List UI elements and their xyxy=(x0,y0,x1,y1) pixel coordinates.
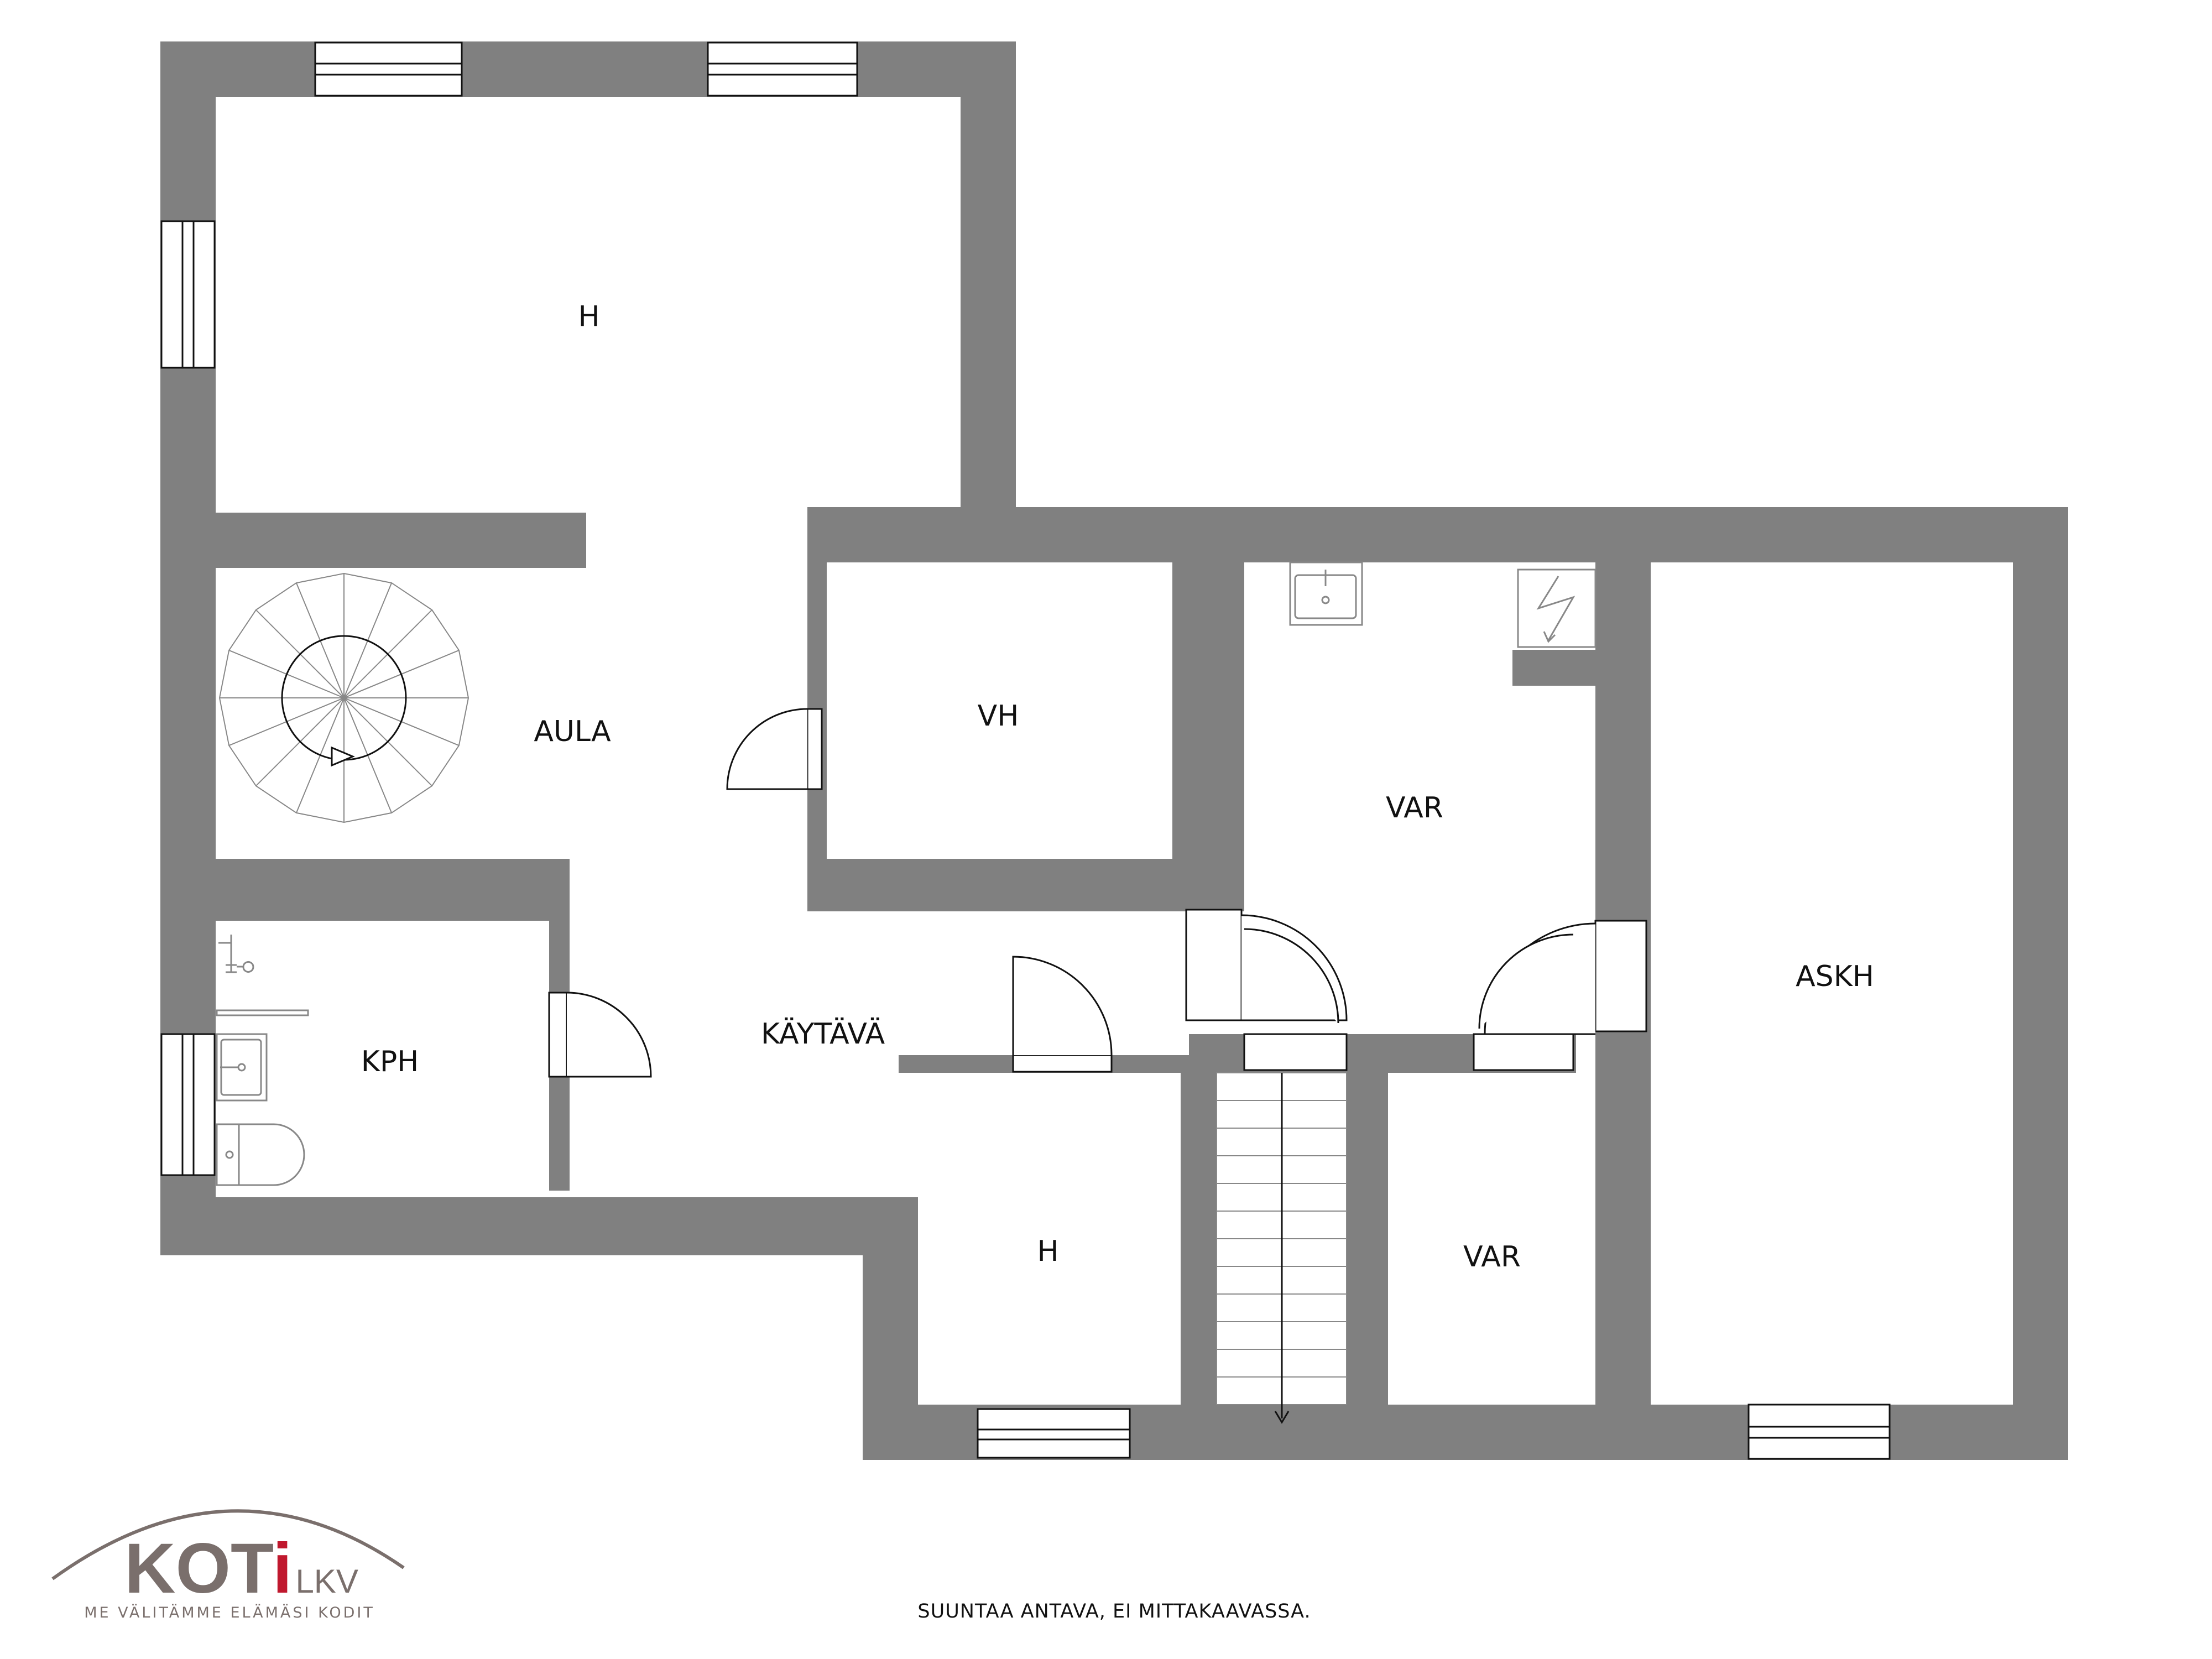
window-left-kph xyxy=(160,1033,216,1176)
door-lower-h xyxy=(1012,956,1113,1073)
fixtures xyxy=(216,561,1597,1186)
room-label-kaytava: KÄYTÄVÄ xyxy=(761,1017,885,1051)
sink-kph xyxy=(216,1033,268,1102)
window-bottom-h xyxy=(977,1408,1131,1459)
logo-i: i xyxy=(273,1529,293,1608)
room-label-askh: ASKH xyxy=(1796,960,1874,993)
doors xyxy=(548,708,1647,1078)
logo-arc xyxy=(51,1509,405,1580)
door-var-left xyxy=(1185,909,1348,1071)
logo-koti: KOT xyxy=(124,1529,273,1608)
room-label-var-lower: VAR xyxy=(1463,1240,1521,1274)
room-labels: H AULA VH VAR KPH KÄYTÄVÄ H VAR ASKH xyxy=(361,300,1874,1274)
door-var-right xyxy=(1473,920,1647,1071)
logo-lkv: LKV xyxy=(295,1563,358,1600)
room-label-h-bottom: H xyxy=(1037,1235,1058,1268)
windows xyxy=(160,41,1891,1460)
window-left-bedroom xyxy=(160,220,216,369)
room-label-var-upper: VAR xyxy=(1386,791,1443,825)
logo-tagline: ME VÄLITÄMME ELÄMÄSI KODIT xyxy=(84,1604,375,1621)
window-top-right xyxy=(707,41,858,97)
window-bottom-askh xyxy=(1747,1404,1891,1460)
window-top-left xyxy=(314,41,463,97)
scale-disclaimer: SUUNTAA ANTAVA, EI MITTAKAAVASSA. xyxy=(917,1600,1311,1623)
room-label-vh: VH xyxy=(978,700,1019,733)
toilet-kph xyxy=(216,1123,305,1186)
sink-var xyxy=(1289,561,1363,626)
room-label-aula: AULA xyxy=(534,715,611,748)
shower-kph xyxy=(216,935,309,1016)
door-kph xyxy=(548,992,652,1078)
room-label-h-top: H xyxy=(578,300,599,333)
shower-var xyxy=(1517,568,1597,648)
room-label-kph: KPH xyxy=(361,1045,419,1078)
straight-stairs xyxy=(1216,1072,1347,1424)
spiral-stairs xyxy=(218,572,469,823)
door-vh xyxy=(726,708,823,790)
